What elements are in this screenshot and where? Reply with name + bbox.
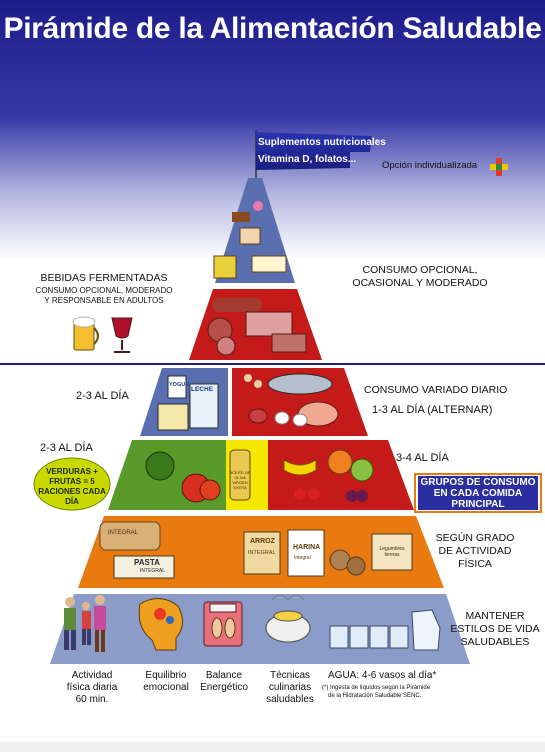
fermented-line-2: Y RESPONSABLE EN ADULTOS <box>44 296 164 305</box>
occasional-line-2: OCASIONAL Y MODERADO <box>352 277 488 289</box>
footer-bar <box>0 742 545 752</box>
label-integral-arroz: INTEGRAL <box>248 550 276 556</box>
label-leche: LECHE <box>191 386 214 393</box>
water-glasses-icon <box>329 609 441 651</box>
groups-box-line-1: GRUPOS DE CONSUMO <box>420 477 536 488</box>
caption-agua-note-2: de la Hidratación Saludable SENC. <box>328 693 422 699</box>
dairy-frequency: 2-3 AL DÍA <box>76 390 129 402</box>
lifestyle-line-3: SALUDABLES <box>460 636 530 648</box>
caption-agua-note-1: (*) Ingesta de líquidos según la Pirámid… <box>322 685 431 691</box>
brain-head-icon <box>138 598 183 651</box>
steamer-icon <box>265 594 311 643</box>
label-aceite: ACEITE DE OLIVA VIRGEN EXTRA <box>229 470 251 490</box>
caption-actividad-3: 60 min. <box>75 694 109 705</box>
veg-badge <box>33 457 111 511</box>
fermented-line-1: CONSUMO OPCIONAL, MODERADO <box>35 286 173 295</box>
caption-balance-1: Balance <box>205 670 243 681</box>
fruit-frequency: 3-4 AL DÍA <box>396 452 449 464</box>
supplements-label-1: Suplementos nutricionales <box>258 137 386 148</box>
label-integral-bread: INTEGRAL <box>108 530 139 536</box>
caption-equilibrio-1: Equilibrio <box>145 670 187 681</box>
activity-line-1: SEGÚN GRADO <box>435 532 515 544</box>
label-yogur: YOGUR <box>169 382 190 388</box>
individualized-label: Opción individualizada <box>382 160 478 171</box>
beer-mug-icon <box>72 316 99 351</box>
caption-actividad-2: física diaria <box>66 682 118 693</box>
groups-box-line-3: PRINCIPAL <box>451 499 505 510</box>
plus-icon <box>490 158 508 176</box>
activity-line-2: DE ACTIVIDAD <box>438 545 512 557</box>
label-pasta: PASTA <box>134 558 160 567</box>
varied-line-1: CONSUMO VARIADO DIARIO <box>364 384 508 396</box>
groups-box: GRUPOS DE CONSUMO EN CADA COMIDA PRINCIP… <box>418 476 538 510</box>
caption-tecnicas-1: Técnicas <box>269 670 310 681</box>
people-walking-icon <box>64 595 106 652</box>
varied-line-2: 1-3 AL DÍA (ALTERNAR) <box>372 404 493 416</box>
wine-glass-icon <box>111 317 133 353</box>
veg-badge-text: VERDURAS + FRUTAS = 5 RACIONES CADA DÍA <box>38 467 106 506</box>
caption-actividad-1: Actividad <box>71 670 113 681</box>
activity-line-3: FÍSICA <box>458 558 492 570</box>
label-integral-pasta: INTEGRAL <box>140 568 166 574</box>
lifestyle-line-1: MANTENER <box>465 610 525 622</box>
supplements-flag <box>256 132 372 170</box>
caption-balance-2: Energético <box>200 682 248 693</box>
lifestyle-line-2: ESTILOS DE VIDA <box>450 623 540 635</box>
caption-equilibrio-2: emocional <box>143 682 189 693</box>
caption-agua: AGUA: 4-6 vasos al día* <box>328 670 437 681</box>
caption-tecnicas-2: culinarias <box>268 682 312 693</box>
caption-balance: Balance Energético <box>186 670 262 694</box>
fermented-heading: BEBIDAS FERMENTADAS <box>40 272 168 284</box>
page-title: Pirámide de la Alimentación Saludable <box>3 12 542 45</box>
label-legumbres: Legumbres tiernas <box>379 546 405 558</box>
label-harina-sub: Integral <box>294 555 311 561</box>
caption-actividad: Actividad física diaria 60 min. <box>52 670 132 706</box>
groups-box-line-2: EN CADA COMIDA <box>433 488 523 499</box>
supplements-label-2: Vitamina D, folatos... <box>258 154 357 165</box>
caption-equilibrio: Equilibrio emocional <box>126 670 206 694</box>
scale-icon <box>203 601 243 647</box>
caption-tecnicas: Técnicas culinarias saludables <box>250 670 330 706</box>
caption-tecnicas-3: saludables <box>266 694 314 705</box>
occasional-line-1: CONSUMO OPCIONAL, <box>362 264 478 276</box>
label-arroz: ARROZ <box>250 538 275 545</box>
label-harina: HARINA <box>293 544 321 551</box>
veg-frequency: 2-3 AL DÍA <box>40 442 93 454</box>
